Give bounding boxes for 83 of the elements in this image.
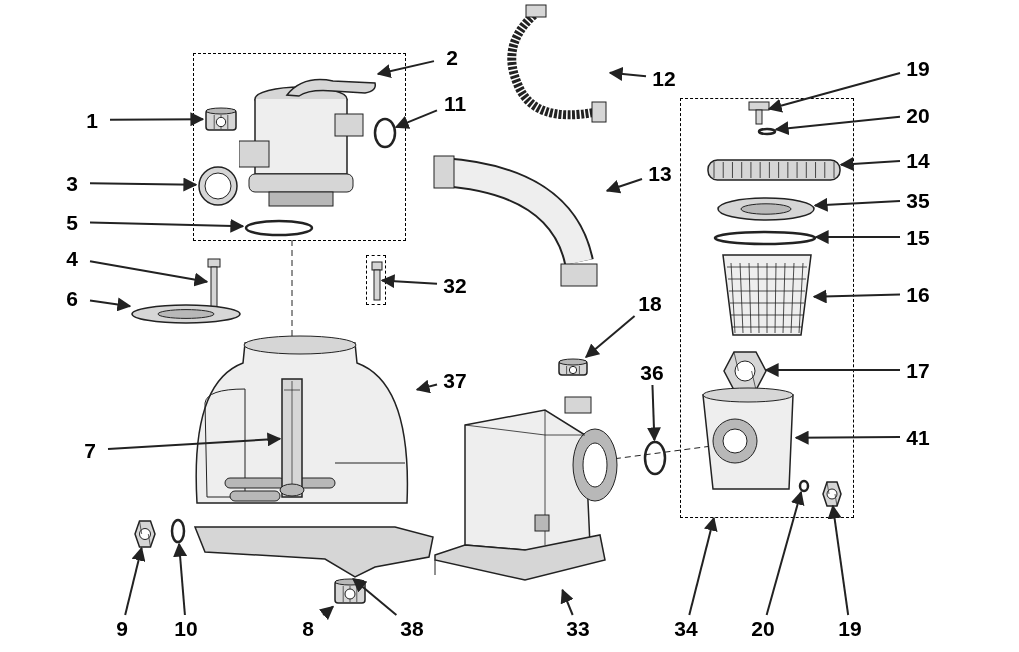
leader-arrow [839,157,901,171]
o-ring-drawing [244,219,314,237]
leader-arrow [812,289,901,304]
callout-number: 33 [560,615,596,641]
leader-arrow [688,516,718,616]
leader-arrow [827,504,850,616]
leader-arrow [608,67,647,81]
nut-drawing [134,520,156,548]
callout-number: 11 [437,90,473,116]
leader-arrow [765,490,805,616]
callout-number: 41 [900,424,936,450]
callout-number: 17 [900,357,936,383]
o-ring-drawing [373,117,397,149]
leader-arrow [767,71,901,113]
callout-number: 3 [54,170,90,196]
bolt-drawing [371,261,383,301]
bolt-drawing [207,258,221,308]
callout-number: 20 [900,102,936,128]
leader-arrow [605,178,643,194]
callout-number: 19 [900,55,936,81]
leader-arrow [109,112,205,127]
callout-number: 12 [646,65,682,91]
callout-number: 13 [642,160,678,186]
dashed-group-box [680,98,854,518]
center-pipe-drawing [280,378,304,498]
callout-number: 35 [900,187,936,213]
diffuser-plate-drawing [130,303,242,325]
callout-number: 5 [54,209,90,235]
callout-number: 10 [168,615,204,641]
callout-number: 8 [290,615,326,641]
leader-arrow [794,430,901,445]
leader-arrow [107,432,282,450]
callout-number: 2 [434,44,470,70]
callout-number: 15 [900,224,936,250]
leader-arrow [318,605,335,621]
leader-arrow [774,115,901,136]
o-ring-drawing [798,479,810,493]
drain-plug-drawing [822,481,842,507]
leader-arrow [584,315,636,358]
callout-number: 9 [104,615,140,641]
adapter-drawing [557,357,589,379]
strainer-lid-drawing [716,196,816,222]
callout-number: 18 [632,290,668,316]
o-ring-drawing [713,230,817,246]
callout-number: 6 [54,285,90,311]
leader-arrow [173,542,188,616]
callout-number: 34 [668,615,704,641]
lid-ring-nut-drawing [706,156,842,184]
leader-arrow [813,197,901,212]
callout-number: 20 [745,615,781,641]
pressure-gauge-drawing [197,165,239,207]
leader-arrow [89,218,245,233]
dashed-group-box [193,53,406,241]
leader-arrow [814,230,901,244]
leader-arrow [380,274,438,289]
callout-number: 4 [54,245,90,271]
leader-arrow [89,260,209,287]
dashed-group-box [366,255,386,305]
vent-screw-drawing [748,101,770,125]
leader-arrow [352,578,398,616]
valve-cap-drawing [204,106,238,134]
callout-number: 36 [634,359,670,385]
leader-arrow [415,379,438,394]
callout-number: 37 [437,367,473,393]
leader-arrow [89,297,132,312]
callout-number: 7 [72,437,108,463]
o-ring-drawing [643,440,667,476]
callout-number: 16 [900,281,936,307]
callout-number: 19 [832,615,868,641]
callout-number: 38 [394,615,430,641]
leader-arrow [646,384,661,442]
leader-arrow [89,177,198,192]
callout-number: 1 [74,107,110,133]
leader-arrow [764,363,901,377]
strainer-housing-drawing [699,385,797,493]
leader-arrow [124,546,146,616]
o-ring-drawing [757,127,777,136]
leader-arrow [394,109,438,129]
callout-number: 32 [437,272,473,298]
leader-arrow [376,60,435,78]
callout-number: 14 [900,147,936,173]
leader-arrow [560,588,574,616]
o-ring-drawing [170,518,186,544]
